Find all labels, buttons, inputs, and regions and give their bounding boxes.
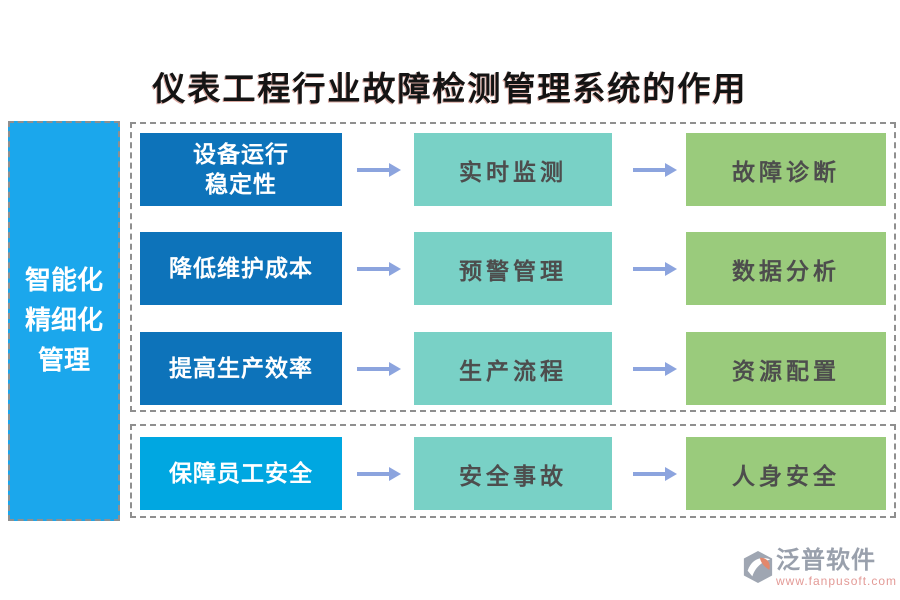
flow-box-result-row1: 故障诊断 [686,133,886,206]
footer-url: www.fanpusoft.com [776,574,898,588]
footer-watermark: 泛普软件 www.fanpusoft.com [742,548,898,594]
sidebar-banner-label: 智能化 精细化 管理 [24,266,103,375]
arrow-right-icon [357,467,401,481]
arrow-right-icon [357,362,401,376]
flow-box-middle-row1: 实时监测 [414,133,612,206]
group-frame-main [130,122,896,412]
arrow-right-icon [357,262,401,276]
flow-box-result-row2: 数据分析 [686,232,886,305]
arrow-right-icon [633,362,677,376]
arrow-right-icon [357,163,401,177]
flow-box-source-row2: 降低维护成本 [140,232,342,305]
flow-box-source-row4: 保障员工安全 [140,437,342,510]
flow-box-source-row1: 设备运行 稳定性 [140,133,342,206]
flow-box-result-row3: 资源配置 [686,332,886,405]
flow-box-source-row3: 提高生产效率 [140,332,342,405]
flow-box-middle-row2: 预警管理 [414,232,612,305]
sidebar-banner: 智能化 精细化 管理 [8,121,120,521]
flow-box-middle-row3: 生产流程 [414,332,612,405]
page-title: 仪表工程行业故障检测管理系统的作用 [152,72,748,108]
arrow-right-icon [633,467,677,481]
group-frame-safety [130,424,896,518]
fanpu-logo-icon [743,551,773,583]
flow-box-middle-row4: 安全事故 [414,437,612,510]
flow-box-result-row4: 人身安全 [686,437,886,510]
arrow-right-icon [633,163,677,177]
footer-brand: 泛普软件 [776,547,876,574]
arrow-right-icon [633,262,677,276]
